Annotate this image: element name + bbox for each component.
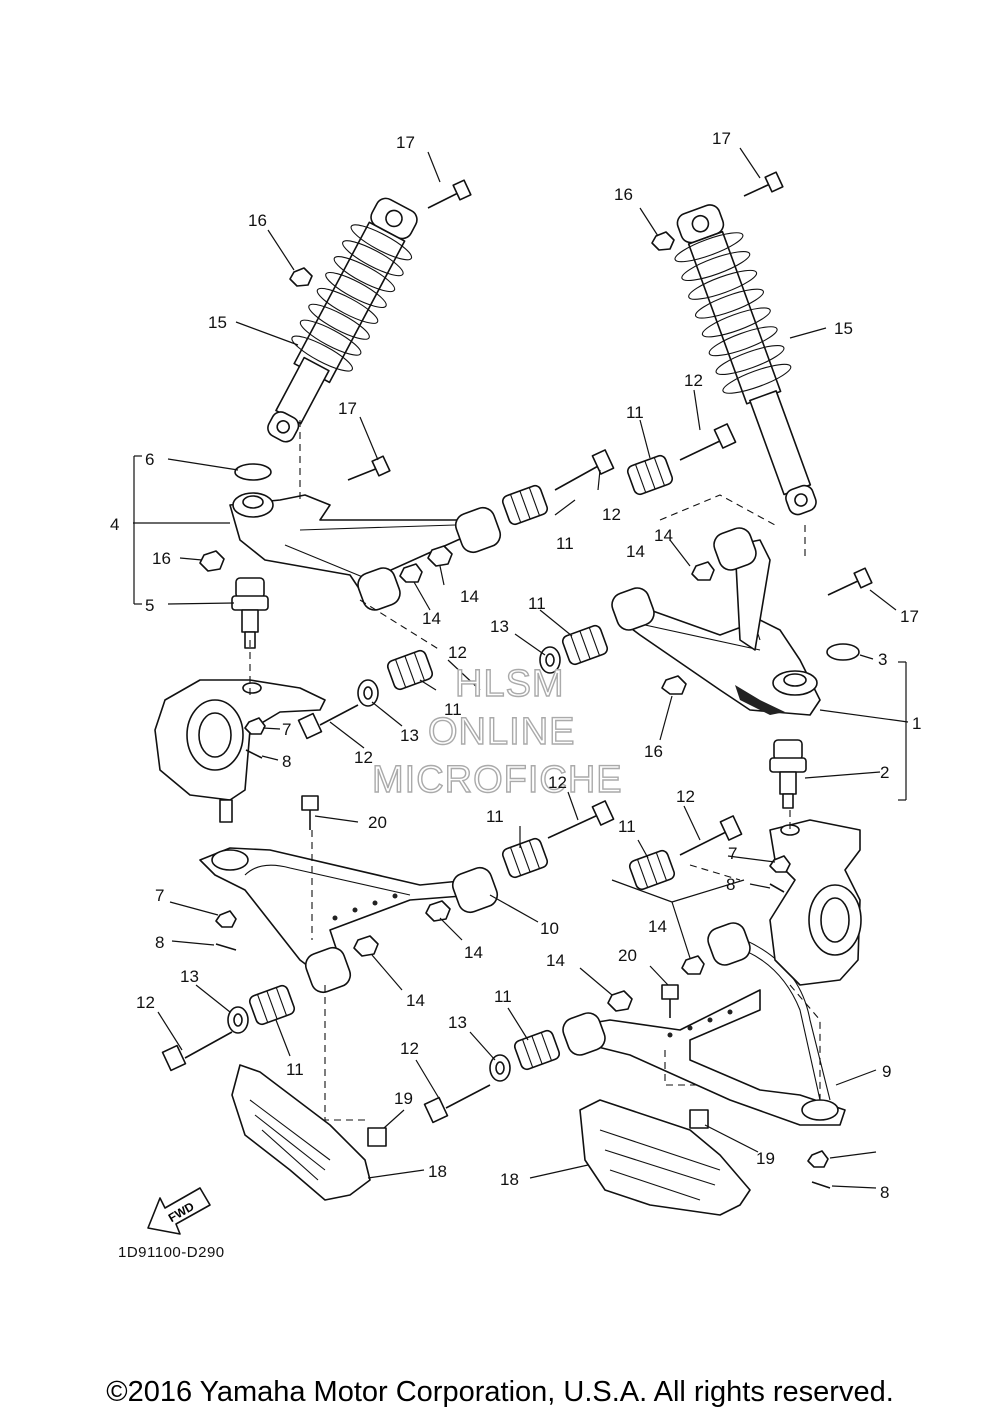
- watermark: HLSM ONLINE MICROFICHE: [371, 662, 623, 801]
- callout[interactable]: 11: [626, 403, 644, 422]
- callout[interactable]: 15: [208, 313, 227, 332]
- callout[interactable]: 3: [878, 650, 887, 669]
- right-ball-joint[interactable]: [769, 739, 807, 809]
- callout[interactable]: 14: [648, 917, 667, 936]
- callout[interactable]: 11: [486, 807, 504, 826]
- callout[interactable]: 8: [155, 933, 164, 952]
- callout[interactable]: 12: [400, 1039, 419, 1058]
- callout[interactable]: 17: [712, 129, 731, 148]
- alignment-lines: [249, 420, 821, 1121]
- callout[interactable]: 14: [546, 951, 565, 970]
- callout[interactable]: 19: [394, 1089, 413, 1108]
- callout[interactable]: 13: [490, 617, 509, 636]
- left-shock-absorber[interactable]: [247, 189, 431, 454]
- left-guard-clip[interactable]: [367, 1127, 387, 1147]
- callout[interactable]: 7: [155, 886, 164, 905]
- callout[interactable]: 6: [145, 450, 154, 469]
- callout[interactable]: 11: [494, 987, 512, 1006]
- callout[interactable]: 12: [676, 787, 695, 806]
- nuts[interactable]: [199, 231, 829, 1168]
- callout[interactable]: 10: [540, 919, 559, 938]
- bushings[interactable]: [302, 504, 759, 1058]
- callout[interactable]: 12: [548, 773, 567, 792]
- callout[interactable]: 12: [354, 748, 373, 767]
- fwd-arrow-icon: FWD: [147, 1187, 211, 1235]
- callout[interactable]: 16: [644, 742, 663, 761]
- rubber-bushings[interactable]: [248, 454, 676, 1071]
- callout[interactable]: 14: [406, 991, 425, 1010]
- washers[interactable]: [227, 646, 561, 1082]
- callout[interactable]: 8: [880, 1183, 889, 1202]
- callout[interactable]: 18: [428, 1162, 447, 1181]
- callout[interactable]: 13: [180, 967, 199, 986]
- callout[interactable]: 16: [614, 185, 633, 204]
- callout[interactable]: 8: [726, 875, 735, 894]
- cotter-pins[interactable]: [215, 749, 831, 1189]
- callout[interactable]: 19: [756, 1149, 775, 1168]
- right-steering-knuckle[interactable]: [769, 819, 862, 986]
- left-circlip[interactable]: [234, 463, 272, 481]
- callout[interactable]: 7: [282, 720, 291, 739]
- callout[interactable]: 20: [368, 813, 387, 832]
- watermark-line-3: MICROFICHE: [372, 759, 623, 801]
- callout[interactable]: 14: [464, 943, 483, 962]
- callout[interactable]: 7: [728, 844, 737, 863]
- watermark-line-1: HLSM: [455, 663, 565, 705]
- callout[interactable]: 12: [602, 505, 621, 524]
- callout[interactable]: 20: [618, 946, 637, 965]
- right-shock-absorber[interactable]: [661, 197, 839, 524]
- callout[interactable]: 15: [834, 319, 853, 338]
- callout[interactable]: 13: [400, 726, 419, 745]
- callout[interactable]: 14: [460, 587, 479, 606]
- leader-lines: [133, 147, 909, 1189]
- callout[interactable]: 11: [528, 594, 546, 613]
- left-arm-guard[interactable]: [231, 1064, 371, 1201]
- callout[interactable]: 17: [338, 399, 357, 418]
- callout[interactable]: 4: [110, 515, 119, 534]
- callout[interactable]: 14: [626, 542, 645, 561]
- callout[interactable]: 18: [500, 1170, 519, 1189]
- upper-right-arm[interactable]: [619, 539, 821, 716]
- callout[interactable]: 11: [286, 1060, 304, 1079]
- callout[interactable]: 17: [396, 133, 415, 152]
- callout[interactable]: 14: [654, 526, 673, 545]
- copyright-notice: ©2016 Yamaha Motor Corporation, U.S.A. A…: [106, 1376, 894, 1408]
- bolts[interactable]: [161, 171, 873, 1124]
- left-ball-joint[interactable]: [231, 577, 269, 649]
- callout[interactable]: 11: [444, 700, 462, 719]
- callout[interactable]: 5: [145, 596, 154, 615]
- callout[interactable]: 2: [880, 763, 889, 782]
- callout[interactable]: 12: [448, 643, 467, 662]
- diagram-code: 1D91100-D290: [118, 1244, 225, 1261]
- callout[interactable]: 12: [684, 371, 703, 390]
- right-guard-clip[interactable]: [689, 1109, 709, 1129]
- callout[interactable]: 12: [136, 993, 155, 1012]
- callout[interactable]: 16: [152, 549, 171, 568]
- callout[interactable]: 17: [900, 607, 919, 626]
- callout[interactable]: 11: [556, 534, 574, 553]
- callout[interactable]: 16: [248, 211, 267, 230]
- callout[interactable]: 11: [618, 817, 636, 836]
- callout-numbers: 17 16 15 6 4 16 5 17 11 12 14 14 17 16 1…: [110, 129, 921, 1202]
- callout[interactable]: 1: [912, 714, 921, 733]
- watermark-line-2: ONLINE: [428, 711, 575, 753]
- right-arm-guard[interactable]: [579, 1099, 751, 1216]
- lower-left-arm[interactable]: [199, 847, 476, 976]
- left-steering-knuckle[interactable]: [154, 679, 326, 823]
- callout[interactable]: 13: [448, 1013, 467, 1032]
- callout[interactable]: 8: [282, 752, 291, 771]
- callout[interactable]: 14: [422, 609, 441, 628]
- callout[interactable]: 9: [882, 1062, 891, 1081]
- right-circlip[interactable]: [826, 643, 860, 661]
